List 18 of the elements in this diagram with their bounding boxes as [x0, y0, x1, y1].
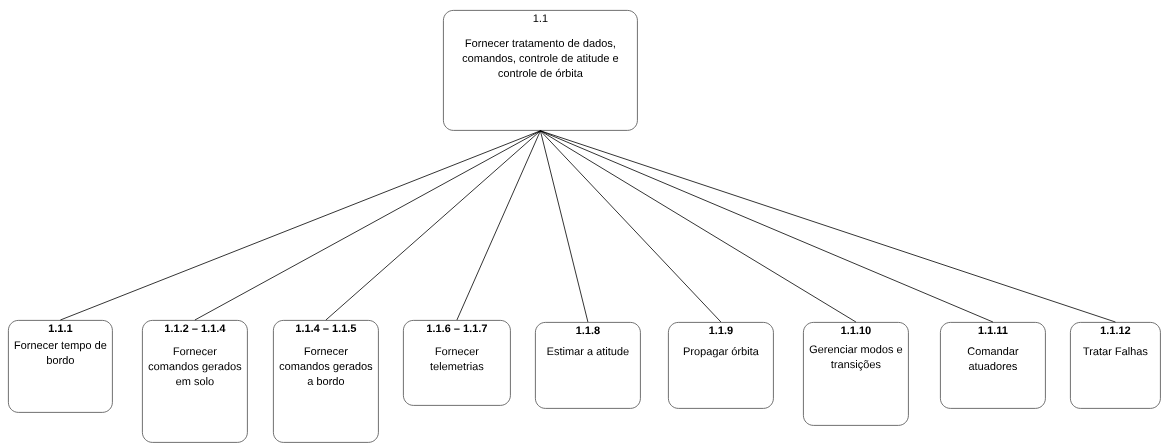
process-box: 1.1.9 Propagar órbita [668, 322, 774, 409]
connector-line [540, 130, 722, 323]
process-box: 1.1.8 Estimar a atitude [535, 322, 641, 409]
process-box: 1.1.12 Tratar Falhas [1070, 322, 1161, 409]
connector-line [194, 130, 541, 321]
connector-line [540, 130, 1116, 323]
process-box: 1.1.11 Comandar atuadores [940, 322, 1046, 409]
connector-line [325, 130, 541, 321]
process-box: 1.1.2 – 1.1.4 Fornecer comandos gerados em solo [142, 320, 248, 443]
process-box: 1.1.6 – 1.1.7 Fornecer telemetrias [403, 320, 511, 406]
process-box: 1.1.1 Fornecer tempo de bordo [8, 320, 113, 413]
process-box: 1.1 Fornecer tratamento de dados, comandos, controle de atitude e controle de órbita [443, 10, 638, 131]
process-box: 1.1.4 – 1.1.5 Fornecer comandos gerados a bordo [273, 320, 379, 443]
connector-line [540, 130, 857, 323]
connector-line [540, 130, 589, 323]
connector-line [456, 130, 541, 321]
connector-line [60, 130, 541, 321]
process-box: 1.1.10 Gerenciar modos e transições [803, 322, 909, 426]
